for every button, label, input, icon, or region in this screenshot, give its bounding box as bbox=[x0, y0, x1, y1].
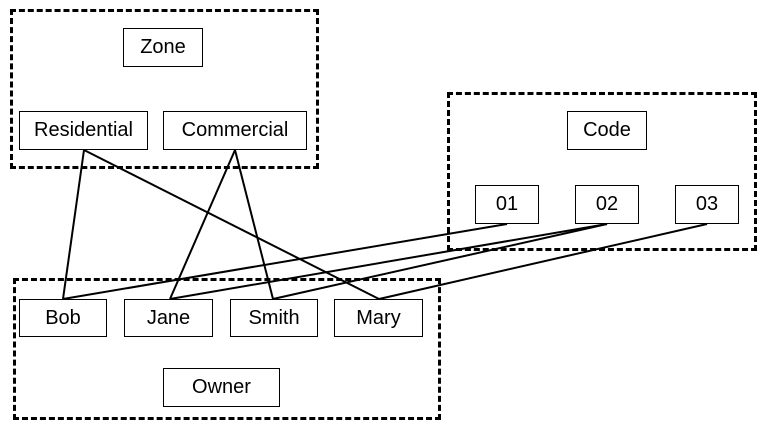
connector-01-bob bbox=[62, 223, 508, 300]
owner-jane: Jane bbox=[124, 299, 213, 337]
zone-title: Zone bbox=[123, 28, 203, 67]
connector-residential-mary bbox=[83, 149, 380, 300]
connector-03-mary bbox=[378, 223, 708, 300]
owner-bob: Bob bbox=[19, 299, 107, 337]
code-title: Code bbox=[567, 111, 647, 150]
connector-commercial-smith bbox=[234, 149, 274, 300]
connector-02-jane bbox=[169, 223, 608, 300]
connector-residential-bob bbox=[62, 149, 85, 300]
owner-title: Owner bbox=[163, 368, 280, 407]
zone-residential: Residential bbox=[19, 111, 148, 150]
code-01: 01 bbox=[475, 185, 539, 224]
connector-commercial-jane bbox=[169, 149, 236, 300]
owner-group bbox=[13, 278, 441, 420]
connector-02-smith bbox=[272, 223, 608, 300]
owner-mary: Mary bbox=[334, 299, 423, 337]
zone-group bbox=[10, 9, 319, 169]
code-group bbox=[447, 92, 757, 251]
code-03: 03 bbox=[675, 185, 739, 224]
code-02: 02 bbox=[575, 185, 639, 224]
owner-smith: Smith bbox=[230, 299, 318, 337]
zone-commercial: Commercial bbox=[163, 111, 307, 150]
